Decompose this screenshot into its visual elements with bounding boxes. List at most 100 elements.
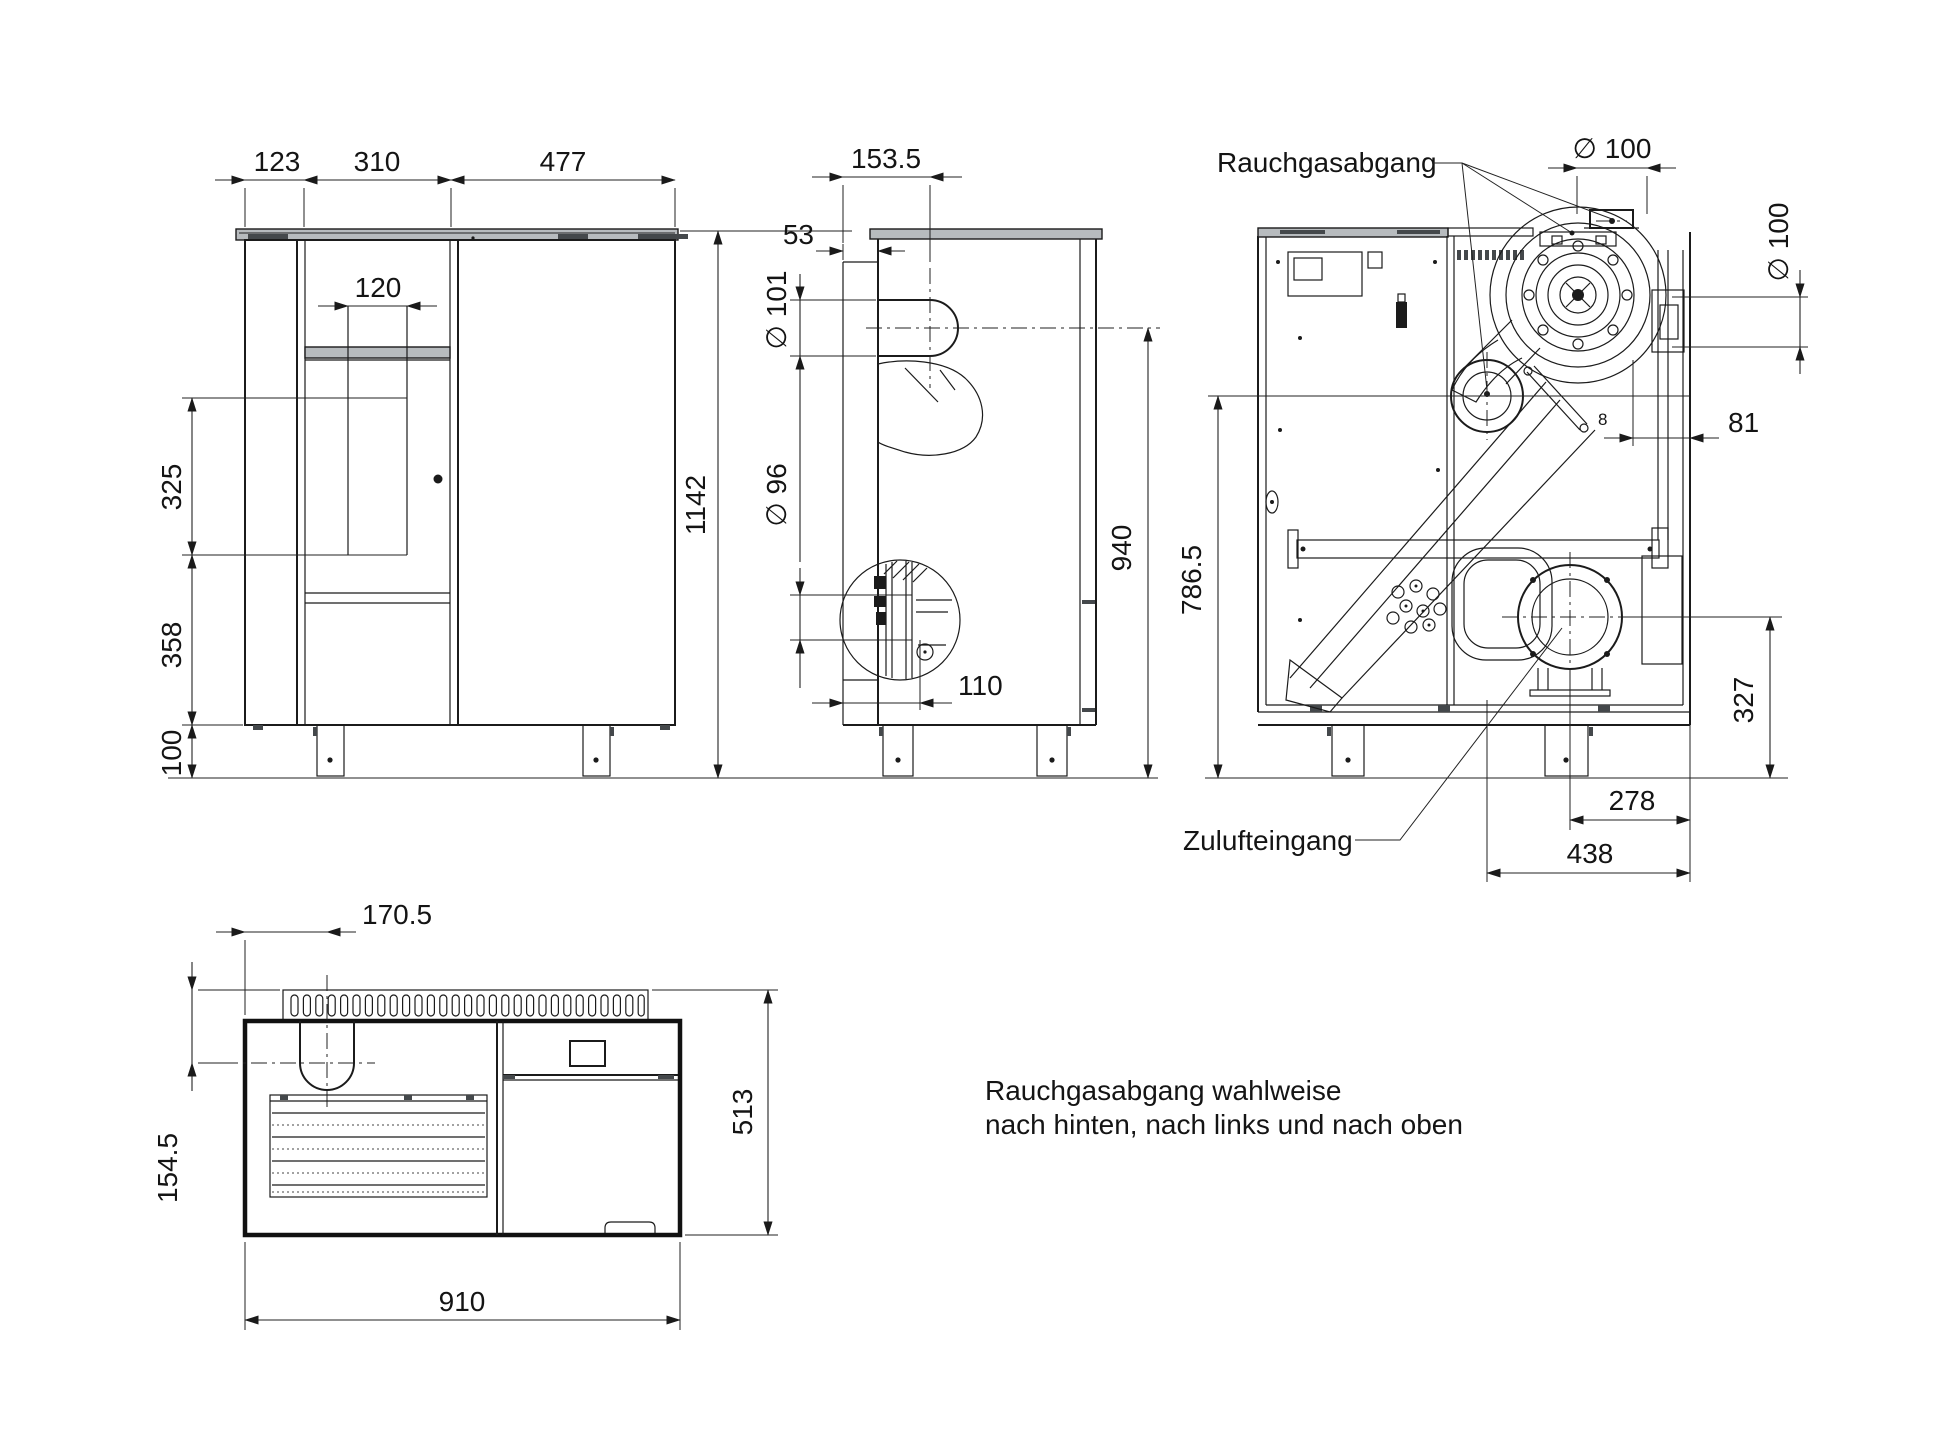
dim-height-325: 325 [156, 464, 187, 511]
zulufteingang-callout: Zulufteingang [1183, 627, 1563, 856]
rail-tab [1438, 705, 1450, 712]
front-cabinet-outline [244, 239, 676, 726]
overall-height-dimension: 1142 [680, 230, 852, 779]
plate-seam [558, 234, 588, 239]
note-line-2: nach hinten, nach links und nach oben [985, 1109, 1463, 1140]
flue-96-dimension: ∅ 96 [761, 463, 912, 688]
dim-height-358: 358 [156, 622, 187, 669]
dim-153-5: 153.5 [851, 143, 921, 174]
dim-window-120: 120 [355, 272, 402, 303]
dim-height-100: 100 [156, 730, 187, 777]
bolt-cluster [1386, 579, 1447, 634]
dim-d96: ∅ 96 [761, 463, 792, 526]
plate-seam [638, 234, 688, 239]
front-view: 123 310 477 120 325 358 100 [156, 146, 688, 779]
rail-tab [1598, 705, 1610, 712]
dim-786-5: 786.5 [1176, 545, 1207, 615]
louver-panel [269, 1094, 488, 1198]
dim-327-group: 327 [1625, 616, 1782, 779]
side-feet [879, 724, 1071, 777]
fan-outlet-duct [1505, 347, 1541, 385]
dim-910: 910 [439, 1286, 486, 1317]
fan-outlet-duct [1459, 319, 1513, 373]
top-view: 170.5 154.5 513 910 [152, 899, 778, 1330]
front-left-dimensions: 325 358 100 [156, 397, 407, 779]
lower-flue-detail-bubble [839, 559, 961, 681]
top-small-box [569, 1040, 606, 1067]
dim-total-height-1142: 1142 [680, 475, 711, 535]
side-940-dimension: 940 [1106, 327, 1153, 779]
side-110-dimension: 110 [812, 640, 1003, 710]
dim-154-5: 154.5 [152, 1133, 183, 1203]
dim-786-group: 786.5 [1176, 395, 1223, 779]
dim-513: 513 [727, 1089, 758, 1136]
burner-assembly [1451, 547, 1683, 697]
note-line-1: Rauchgasabgang wahlweise [985, 1075, 1341, 1106]
plate-right-segment [1447, 227, 1534, 237]
flue-stub-top [1584, 209, 1639, 229]
flue-outlet-top [866, 268, 1160, 388]
rauchgasabgang-callout: Rauchgasabgang [1217, 147, 1613, 391]
section-feet [1327, 724, 1593, 777]
flue-fan-assembly [1451, 206, 1667, 403]
label-zulufteingang: Zulufteingang [1183, 825, 1353, 856]
hopper-lid-band [304, 346, 451, 359]
igniter-rod: 8 [1523, 365, 1607, 433]
rear-grille [282, 989, 649, 1022]
side-flue-offset-dimension: 153.5 [812, 143, 962, 262]
dim-rod-8: 8 [1598, 410, 1607, 429]
panel-latch [1082, 708, 1095, 712]
bottom-tab [660, 725, 670, 730]
grille-slots [290, 994, 645, 1017]
dim-53: 53 [783, 219, 814, 250]
dim-81: 81 [1728, 407, 1759, 438]
elbow-detail [904, 367, 939, 403]
dim-327: 327 [1728, 677, 1759, 724]
flue-101-dimension: ∅ 101 [761, 271, 876, 562]
front-feet [313, 724, 614, 777]
top-170-dimension: 170.5 [216, 899, 432, 1015]
door-handle-dot [433, 474, 443, 484]
pellet-chute [1285, 381, 1596, 713]
flue-rear-duct [1651, 250, 1685, 540]
dim-940: 940 [1106, 525, 1137, 572]
dim-d100-top: ∅ 100 [1573, 133, 1652, 164]
elbow-detail [939, 369, 956, 391]
seam-tab [503, 1075, 515, 1079]
dim-d100-rear: ∅ 100 [1763, 203, 1794, 282]
dim-width-123: 123 [254, 146, 301, 177]
bottom-tab [253, 725, 263, 730]
mounting-rail [1287, 527, 1669, 569]
seam-tab [658, 1075, 674, 1079]
front-window-dimension: 120 [318, 272, 437, 311]
side-view: 153.5 53 ∅ 101 ∅ 96 [761, 143, 1160, 779]
label-rauchgasabgang: Rauchgasabgang [1217, 147, 1437, 178]
rear-flue-channel [842, 261, 878, 725]
dim-width-310: 310 [354, 146, 401, 177]
dim-d101: ∅ 101 [761, 271, 792, 350]
dim-170-5: 170.5 [362, 899, 432, 930]
dim-278: 278 [1609, 785, 1656, 816]
top-513-dimension: 513 [652, 989, 778, 1236]
dim-110: 110 [958, 670, 1003, 701]
flue-elbow-housing [877, 360, 984, 456]
front-top-dimensions: 123 310 477 [215, 146, 676, 227]
panel-latch [1082, 600, 1095, 604]
front-top-plate [235, 228, 679, 241]
plate-seam [248, 234, 288, 239]
plate-seam [1280, 230, 1325, 234]
control-box [1265, 251, 1440, 622]
top-910-dimension: 910 [244, 1242, 681, 1330]
flue-cutout [299, 1021, 355, 1091]
side-channel-dimension: 53 [783, 219, 905, 260]
top-view-body [242, 1018, 683, 1238]
heat-exchanger-fins [1457, 250, 1524, 260]
top-d100-dimension: ∅ 100 [1548, 133, 1676, 214]
rear-d100-dimension: ∅ 100 [1672, 203, 1808, 374]
top-154-dimension: 154.5 [152, 962, 280, 1203]
dim-81-group: 81 [1604, 360, 1759, 446]
section-view: 8 [1176, 133, 1808, 882]
dim-438: 438 [1567, 838, 1614, 869]
